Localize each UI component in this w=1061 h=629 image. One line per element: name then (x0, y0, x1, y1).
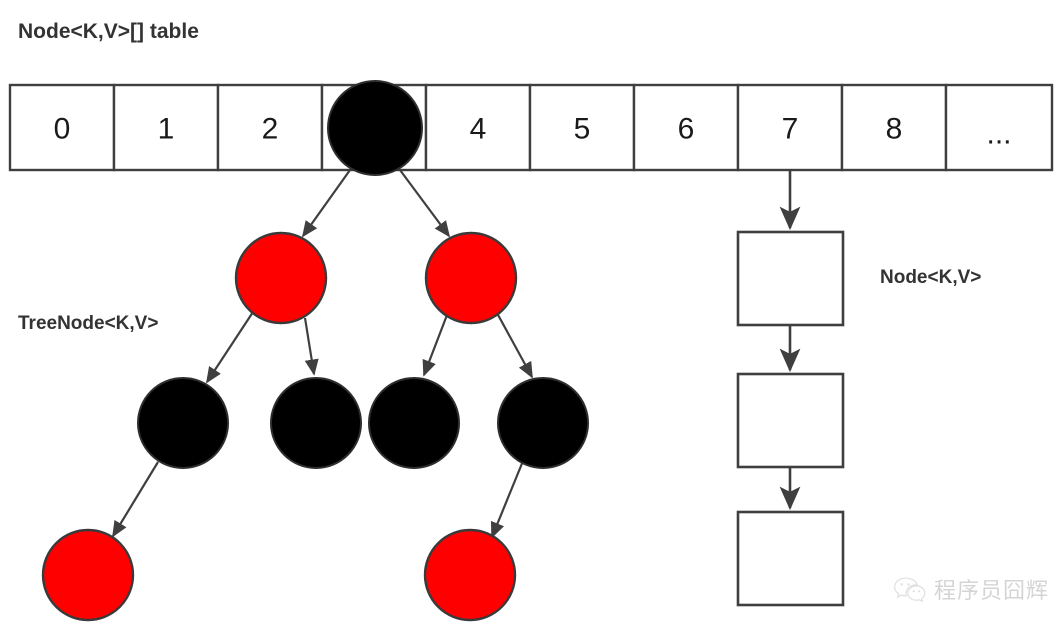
table-cell-4[interactable] (424, 83, 532, 172)
table-cell-8[interactable] (840, 83, 948, 172)
tree-node-rrl-red[interactable] (423, 528, 517, 622)
tree-edges (112, 169, 533, 539)
edge-right-to-rightleft (422, 314, 449, 377)
tree-node-ll-black[interactable] (137, 377, 229, 469)
tree-node-left-red[interactable] (234, 231, 328, 325)
table-cell-4-label: 4 (470, 113, 487, 146)
table-cell-5-label: 5 (574, 113, 591, 146)
edge-left-to-leftright (303, 317, 319, 376)
node-label: Node<K,V> (880, 267, 981, 288)
table-cell-2-label: 2 (262, 113, 279, 146)
table-cell-7[interactable] (736, 83, 844, 172)
table-cell-ellipsis[interactable] (944, 83, 1054, 172)
edge-root-to-left (301, 169, 351, 238)
linked-list-chain (736, 170, 845, 607)
edge-left-to-leftleft (206, 311, 254, 384)
tree-node-lll-red[interactable] (41, 528, 135, 622)
tree-node-rr-black[interactable] (497, 377, 589, 469)
table-cell-2[interactable] (216, 83, 324, 172)
tree-node-rl-black[interactable] (368, 377, 460, 469)
table-cell-5[interactable] (528, 83, 636, 172)
node-box-1[interactable] (736, 230, 845, 327)
table-cell-7-label: 7 (782, 113, 799, 146)
table-cell-6-label: 6 (678, 113, 695, 146)
page-title: Node<K,V>[] table (18, 20, 199, 43)
table-cell-1[interactable] (112, 83, 220, 172)
edge-leftleft-to-leaf (112, 461, 159, 538)
table-cell-0-label: 0 (54, 113, 71, 146)
node-box-3[interactable] (736, 510, 845, 607)
node-box-2[interactable] (736, 372, 845, 469)
edge-right-to-rightright (496, 312, 533, 379)
tree-node-lr-black[interactable] (270, 377, 362, 469)
edge-rightright-to-leaf (490, 460, 525, 539)
table-array: 0 1 2 4 5 6 7 8 ... (8, 83, 1054, 172)
table-cell-8-label: 8 (886, 113, 903, 146)
table-cell-6[interactable] (632, 83, 740, 172)
tree-nodes (41, 80, 589, 622)
tree-node-root-black[interactable] (327, 80, 423, 176)
table-cell-0[interactable] (8, 83, 116, 172)
treenode-label: TreeNode<K,V> (18, 313, 158, 334)
table-cell-ellipsis-label: ... (986, 118, 1011, 151)
tree-node-right-red[interactable] (424, 231, 518, 325)
table-cell-1-label: 1 (158, 113, 175, 146)
edge-root-to-right (399, 169, 451, 238)
